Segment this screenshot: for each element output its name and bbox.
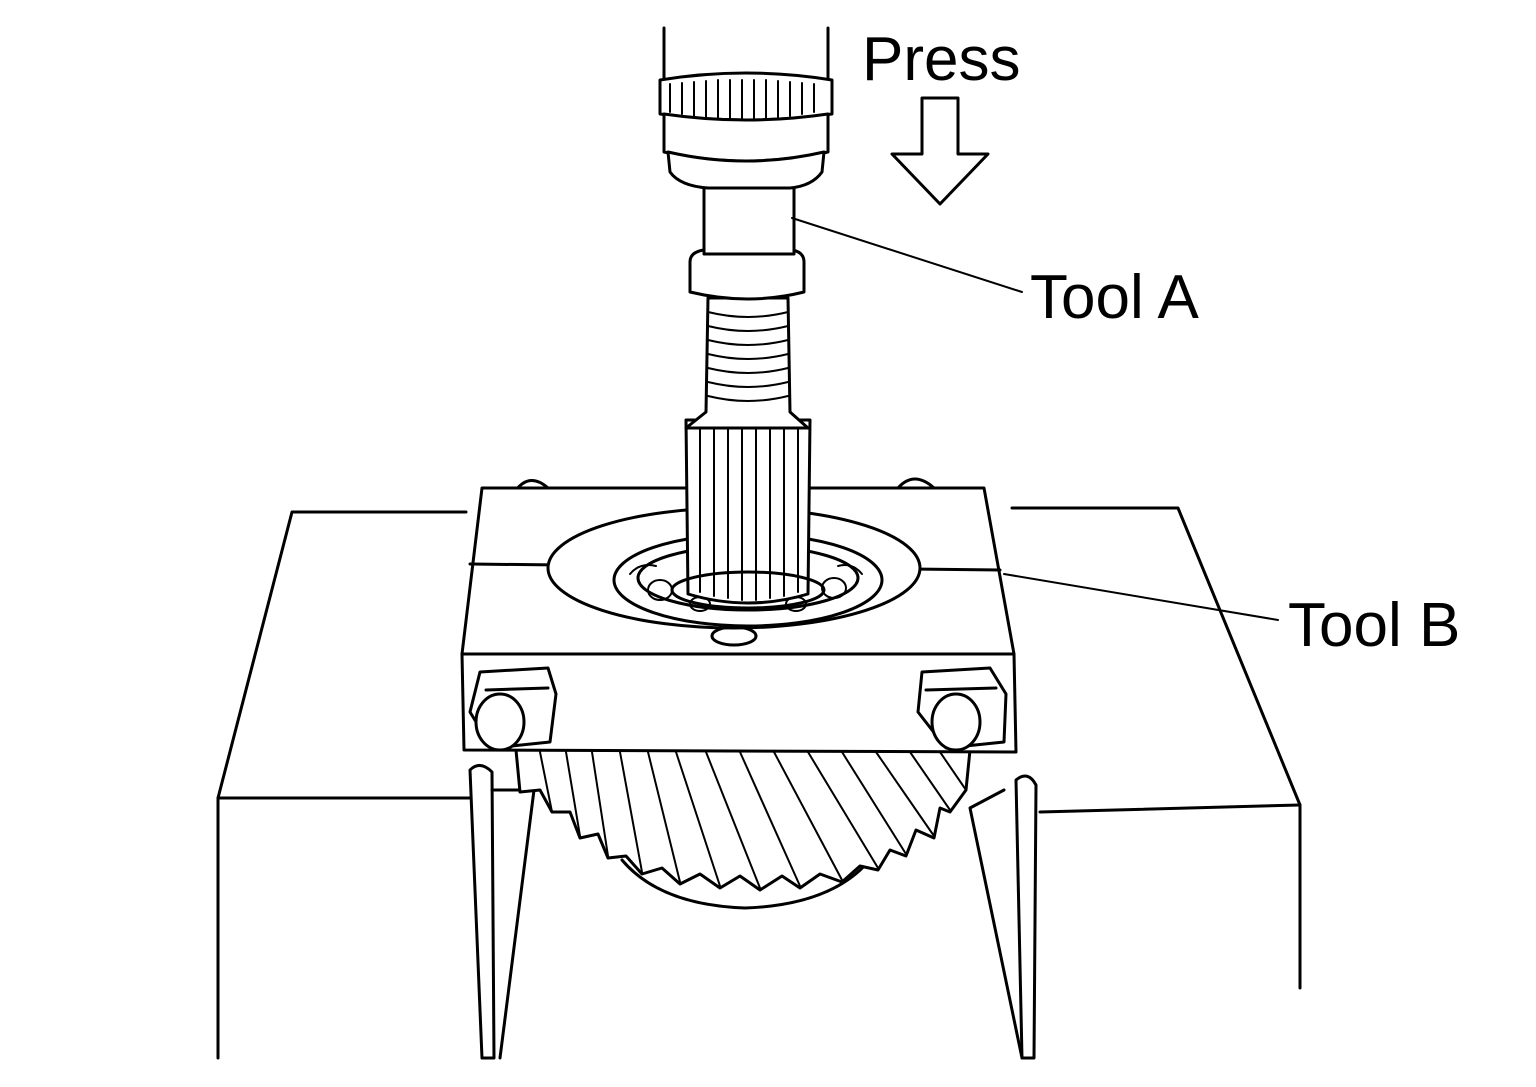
plate-bolt-left xyxy=(468,666,558,752)
plate-bolt-right xyxy=(916,666,1008,752)
vise-blocks xyxy=(216,506,1302,1060)
tool-a-shaft xyxy=(670,184,826,610)
press-label: Press xyxy=(862,25,1020,94)
tool-a-label: Tool A xyxy=(1030,263,1200,332)
tool-a-leader xyxy=(791,217,1023,293)
tool-b-leader xyxy=(1003,573,1279,621)
press-ram xyxy=(658,26,834,190)
tool-b-label: Tool B xyxy=(1288,591,1460,660)
down-arrow-icon xyxy=(890,96,990,206)
gear xyxy=(514,748,972,910)
